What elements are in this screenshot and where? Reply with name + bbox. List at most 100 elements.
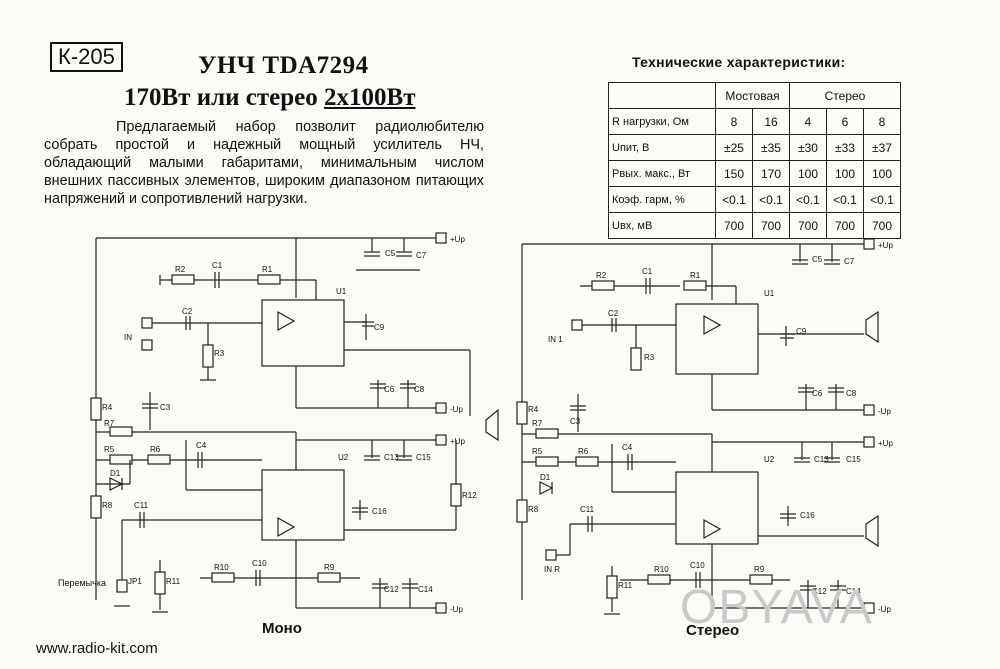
spec-cell: 100 xyxy=(789,160,827,187)
svg-text:U2: U2 xyxy=(338,453,349,462)
svg-text:C8: C8 xyxy=(414,385,425,394)
svg-text:R2: R2 xyxy=(596,271,607,280)
svg-text:C15: C15 xyxy=(416,453,431,462)
svg-text:U2: U2 xyxy=(764,455,775,464)
svg-text:R5: R5 xyxy=(532,447,543,456)
svg-text:C4: C4 xyxy=(196,441,207,450)
spec-cell: 100 xyxy=(863,160,901,187)
svg-text:R6: R6 xyxy=(578,447,589,456)
svg-text:R4: R4 xyxy=(528,405,539,414)
spec-cell: <0.1 xyxy=(826,186,864,213)
svg-text:+Up: +Up xyxy=(450,437,465,446)
svg-text:-Up: -Up xyxy=(450,605,463,614)
svg-text:R5: R5 xyxy=(104,445,115,454)
spec-cell: 700 xyxy=(715,212,753,239)
svg-text:C7: C7 xyxy=(844,257,855,266)
spec-cell: 6 xyxy=(826,108,864,135)
stereo-label: Стерео xyxy=(686,622,740,639)
svg-text:R2: R2 xyxy=(175,265,186,274)
spec-row: Uпит, В ±25 ±35 ±30 ±33 ±37 xyxy=(608,134,901,161)
svg-text:R9: R9 xyxy=(324,563,335,572)
svg-text:C13: C13 xyxy=(384,453,399,462)
spec-row-label: Uвх, мВ xyxy=(608,212,716,239)
spec-cell: <0.1 xyxy=(715,186,753,213)
svg-text:C13: C13 xyxy=(814,455,829,464)
svg-text:R11: R11 xyxy=(166,577,181,586)
spec-table: Мостовая Стерео R нагрузки, Ом 8 16 4 6 … xyxy=(608,82,901,239)
svg-text:C11: C11 xyxy=(134,501,149,510)
svg-text:C1: C1 xyxy=(642,267,653,276)
svg-text:C10: C10 xyxy=(690,561,705,570)
svg-text:C1: C1 xyxy=(212,261,223,270)
svg-text:IN: IN xyxy=(124,333,132,342)
spec-title: Технические характеристики: xyxy=(632,54,846,70)
svg-text:C16: C16 xyxy=(800,511,815,520)
svg-text:R10: R10 xyxy=(654,565,669,574)
svg-text:R4: R4 xyxy=(102,403,113,412)
svg-text:R1: R1 xyxy=(690,271,701,280)
svg-text:C14: C14 xyxy=(846,587,861,596)
spec-cell: 8 xyxy=(863,108,901,135)
svg-text:C3: C3 xyxy=(160,403,171,412)
svg-text:C4: C4 xyxy=(622,443,633,452)
mono-label: Моно xyxy=(262,620,302,637)
svg-text:R12: R12 xyxy=(462,491,477,500)
stereo-schematic xyxy=(516,238,879,615)
spec-header-row: Мостовая Стерео xyxy=(608,82,901,109)
spec-cell: 700 xyxy=(863,212,901,239)
svg-text:C15: C15 xyxy=(846,455,861,464)
spec-cell: <0.1 xyxy=(789,186,827,213)
svg-text:U1: U1 xyxy=(336,287,347,296)
svg-text:R7: R7 xyxy=(104,419,115,428)
spec-row-label: Рвых. макс., Вт xyxy=(608,160,716,187)
svg-text:R3: R3 xyxy=(214,349,225,358)
title-stereo-text: 2х100Вт xyxy=(324,84,416,111)
website-link[interactable]: www.radio-kit.com xyxy=(36,640,158,657)
svg-text:R10: R10 xyxy=(214,563,229,572)
svg-text:+Up: +Up xyxy=(878,439,893,448)
spec-corner-cell xyxy=(608,82,716,109)
svg-text:R9: R9 xyxy=(754,565,765,574)
svg-text:C3: C3 xyxy=(570,417,581,426)
spec-cell: <0.1 xyxy=(752,186,790,213)
spec-row: R нагрузки, Ом 8 16 4 6 8 xyxy=(608,108,901,135)
svg-text:R8: R8 xyxy=(528,505,539,514)
svg-text:C2: C2 xyxy=(182,307,193,316)
svg-text:C6: C6 xyxy=(812,389,823,398)
svg-text:C12: C12 xyxy=(384,585,399,594)
svg-text:IN R: IN R xyxy=(544,565,560,574)
svg-text:IN 1: IN 1 xyxy=(548,335,563,344)
spec-group-bridge: Мостовая xyxy=(715,82,790,109)
svg-text:R3: R3 xyxy=(644,353,655,362)
spec-cell: 4 xyxy=(789,108,827,135)
svg-text:-Up: -Up xyxy=(450,405,463,414)
svg-text:D1: D1 xyxy=(540,473,551,482)
svg-text:C7: C7 xyxy=(416,251,427,260)
svg-text:-Up: -Up xyxy=(878,407,891,416)
svg-text:C5: C5 xyxy=(385,249,396,258)
title-power-text: 170Вт или стерео xyxy=(124,84,325,111)
spec-row: Коэф. гарм, % <0.1 <0.1 <0.1 <0.1 <0.1 xyxy=(608,186,901,213)
spec-group-stereo: Стерео xyxy=(789,82,901,109)
svg-text:C6: C6 xyxy=(384,385,395,394)
svg-text:+Up: +Up xyxy=(878,241,893,250)
svg-text:C5: C5 xyxy=(812,255,823,264)
mono-schematic xyxy=(90,232,499,614)
title-line-2: 170Вт или стерео 2х100Вт xyxy=(124,84,415,112)
svg-text:U1: U1 xyxy=(764,289,775,298)
spec-cell: 16 xyxy=(752,108,790,135)
svg-text:C12: C12 xyxy=(812,587,827,596)
description-paragraph: Предлагаемый набор позволит радиолюбител… xyxy=(44,119,484,207)
svg-text:R8: R8 xyxy=(102,501,113,510)
svg-text:C10: C10 xyxy=(252,559,267,568)
spec-cell: ±37 xyxy=(863,134,901,161)
svg-text:C16: C16 xyxy=(372,507,387,516)
jumper-label: Перемычка xyxy=(58,578,106,588)
watermark: OBYAVA xyxy=(680,581,873,634)
svg-text:JP1: JP1 xyxy=(128,577,142,586)
title-line-1: УНЧ TDA7294 xyxy=(198,52,369,79)
svg-text:-Up: -Up xyxy=(878,605,891,614)
